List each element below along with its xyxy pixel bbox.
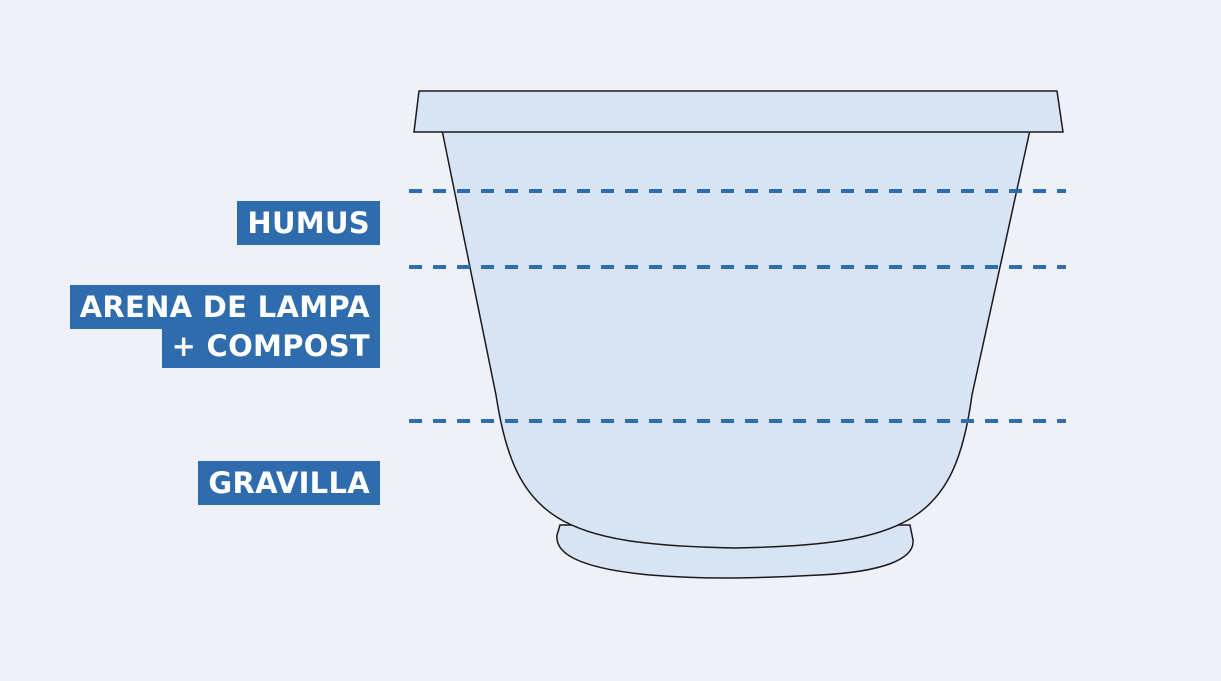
layer-label-humus: HUMUS xyxy=(237,201,380,245)
layer-label-arena-line-2: + COMPOST xyxy=(161,324,380,368)
pot-body xyxy=(441,129,1031,549)
layer-label-gravilla: GRAVILLA xyxy=(198,461,380,505)
layer-label-arena-line-1: ARENA DE LAMPA xyxy=(69,285,380,329)
pot-rim xyxy=(413,90,1064,133)
